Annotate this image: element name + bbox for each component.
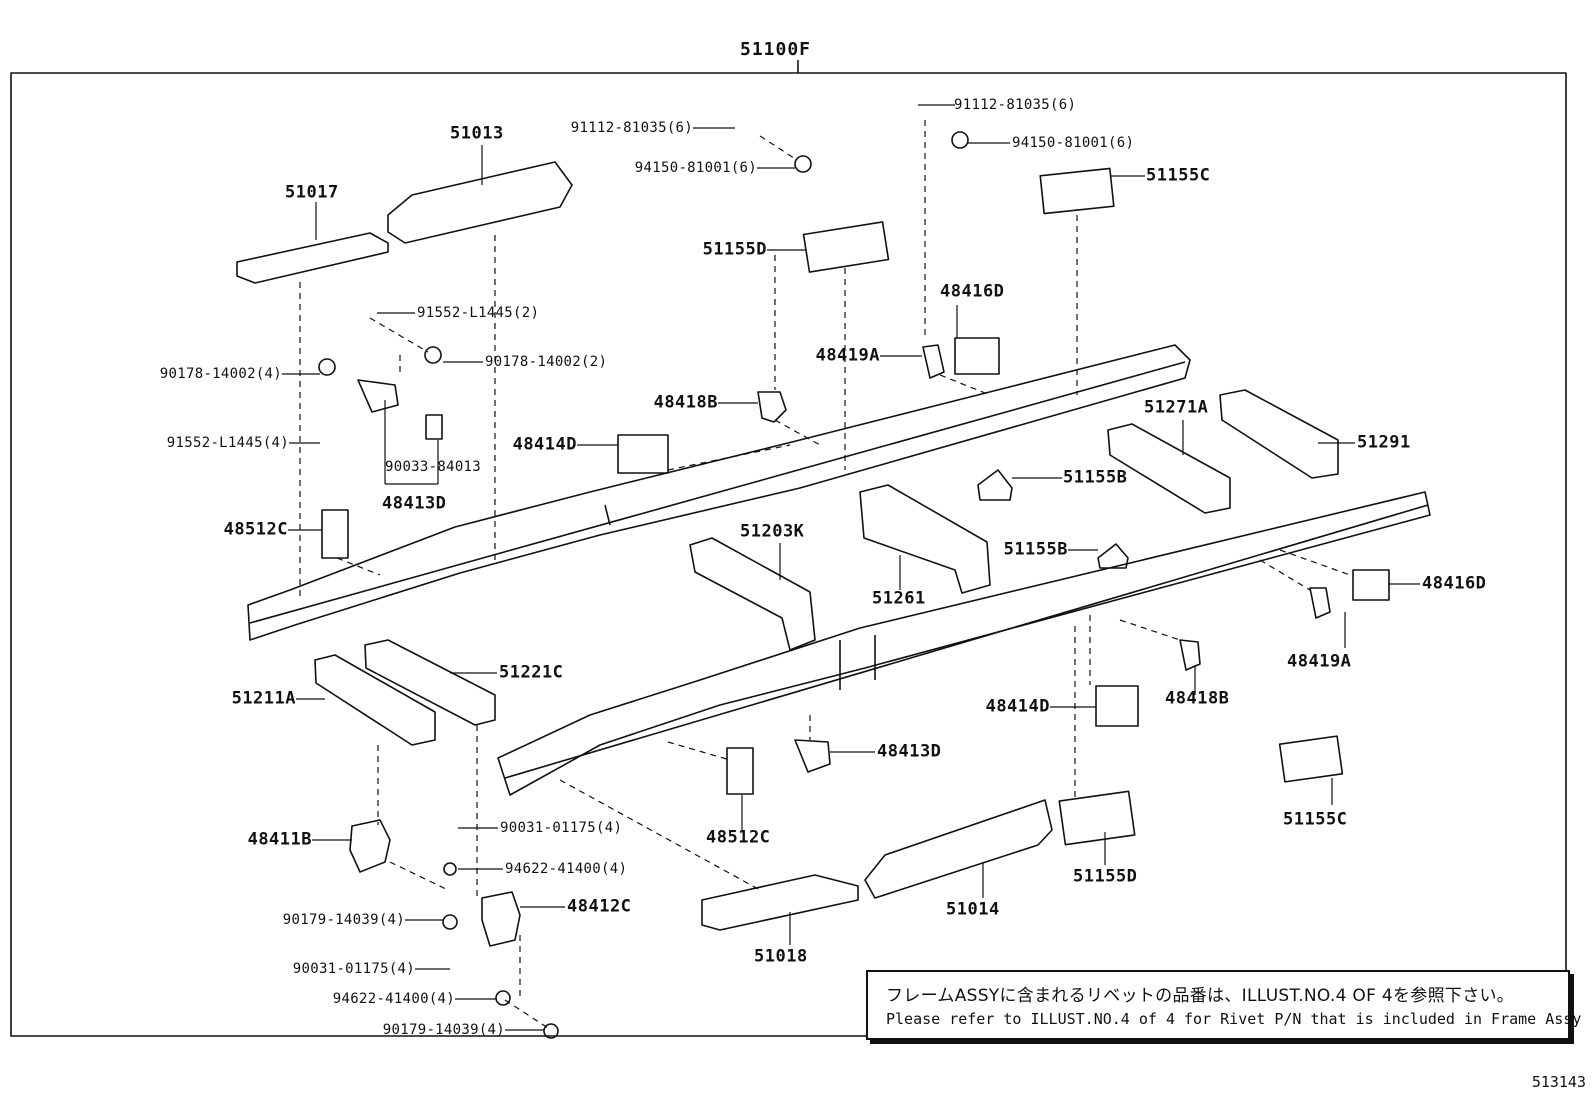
label-51014[interactable]: 51014 xyxy=(946,899,1000,920)
label-48413d-mid[interactable]: 48413D xyxy=(877,741,942,762)
label-51018[interactable]: 51018 xyxy=(754,946,808,967)
label-51155c-top[interactable]: 51155C xyxy=(1146,165,1211,186)
label-nut-90179-bottom[interactable]: 90179-14039(4) xyxy=(382,1022,505,1038)
label-washer-94622-bottom[interactable]: 94622-41400(4) xyxy=(332,991,455,1007)
part-51155b-top xyxy=(977,469,1013,501)
label-51155d-top[interactable]: 51155D xyxy=(702,239,767,260)
label-bolt-90031-bottom[interactable]: 90031-01175(4) xyxy=(292,961,415,977)
part-48413d-left xyxy=(357,379,399,413)
label-48418b-top[interactable]: 48418B xyxy=(653,392,718,413)
part-51155c-top xyxy=(1039,167,1115,215)
frame-assy-label[interactable]: 51100F xyxy=(740,39,812,60)
label-48414d-top[interactable]: 48414D xyxy=(512,434,577,455)
label-48411b[interactable]: 48411B xyxy=(247,829,312,850)
part-48413d-mid xyxy=(794,739,831,773)
label-51013[interactable]: 51013 xyxy=(450,123,504,144)
label-48414d-right[interactable]: 48414D xyxy=(985,696,1050,717)
label-bolt-91552-2[interactable]: 91552-L1445(2) xyxy=(417,305,540,321)
left-side-rail xyxy=(247,344,1191,641)
part-51291 xyxy=(1219,389,1339,479)
label-51203k[interactable]: 51203K xyxy=(740,521,805,542)
part-48412c xyxy=(481,891,521,947)
label-51211a[interactable]: 51211A xyxy=(231,688,296,709)
part-51155b-mid xyxy=(1097,543,1129,569)
nut-90179-bottom xyxy=(543,1023,559,1039)
label-bolt-91112-top-mid[interactable]: 91112-81035(6) xyxy=(570,120,693,136)
part-51271a xyxy=(1107,423,1231,514)
label-collar-90033[interactable]: 90033-84013 xyxy=(385,459,482,475)
part-48418b-right xyxy=(1179,639,1201,671)
part-51211a xyxy=(314,654,436,746)
label-48416d-right[interactable]: 48416D xyxy=(1422,573,1487,594)
part-51013 xyxy=(387,161,573,244)
part-48414d-top xyxy=(617,434,669,474)
collar-90033 xyxy=(425,414,443,440)
label-bolt-91552-4[interactable]: 91552-L1445(4) xyxy=(166,435,289,451)
nut-90178-left xyxy=(318,358,336,376)
part-51155d-top xyxy=(802,221,890,273)
label-48419a-top[interactable]: 48419A xyxy=(815,345,880,366)
nut-90179-top xyxy=(442,914,458,930)
label-bolt-91112-top-right[interactable]: 91112-81035(6) xyxy=(954,97,1077,113)
label-48419a-right[interactable]: 48419A xyxy=(1287,651,1352,672)
label-48412c[interactable]: 48412C xyxy=(567,896,632,917)
part-48512c-mid xyxy=(726,747,754,795)
label-bolt-90031-top[interactable]: 90031-01175(4) xyxy=(500,820,623,836)
part-48512c-left xyxy=(321,509,349,559)
washer-94622-bottom xyxy=(495,990,511,1006)
nut-94150-top-mid xyxy=(794,155,812,173)
part-51017 xyxy=(236,232,389,284)
label-nut-90178-2[interactable]: 90178-14002(2) xyxy=(485,354,608,370)
illustration-id: 513143 xyxy=(1531,1073,1586,1091)
label-48512c-left[interactable]: 48512C xyxy=(223,519,288,540)
label-51155b-mid[interactable]: 51155B xyxy=(1003,539,1068,560)
label-51155c-bottom[interactable]: 51155C xyxy=(1283,809,1348,830)
washer-94622-top xyxy=(443,862,457,876)
part-51014 xyxy=(864,799,1053,899)
label-nut-94150-top-mid[interactable]: 94150-81001(6) xyxy=(634,160,757,176)
label-51261[interactable]: 51261 xyxy=(872,588,926,609)
rivet-note-box: フレームASSYに含まれるリベットの品番は、ILLUST.NO.4 OF 4を参… xyxy=(866,970,1581,1040)
part-48416d-top xyxy=(954,337,1000,375)
label-nut-94150-top-right[interactable]: 94150-81001(6) xyxy=(1012,135,1135,151)
part-51155c-bottom xyxy=(1278,735,1344,783)
label-51271a[interactable]: 51271A xyxy=(1144,397,1209,418)
frame-assembly-border xyxy=(10,72,1567,1037)
part-51018 xyxy=(701,874,859,931)
part-48419a-right xyxy=(1309,587,1331,619)
part-51261 xyxy=(859,484,991,594)
label-51291[interactable]: 51291 xyxy=(1357,432,1411,453)
label-48418b-right[interactable]: 48418B xyxy=(1165,688,1230,709)
part-48411b xyxy=(349,819,391,873)
label-nut-90178-4[interactable]: 90178-14002(4) xyxy=(159,366,282,382)
label-48413d-left[interactable]: 48413D xyxy=(382,493,447,514)
rivet-note-japanese: フレームASSYに含まれるリベットの品番は、ILLUST.NO.4 OF 4を参… xyxy=(886,986,1515,1006)
label-51155d-bottom[interactable]: 51155D xyxy=(1073,866,1138,887)
nut-94150-top-right xyxy=(951,131,969,149)
label-51155b-top[interactable]: 51155B xyxy=(1063,467,1128,488)
label-washer-94622-top[interactable]: 94622-41400(4) xyxy=(505,861,628,877)
part-48418b-top xyxy=(757,391,787,423)
leader-lines xyxy=(282,104,1420,1031)
nut-90178-top xyxy=(424,346,442,364)
part-48414d-right xyxy=(1095,685,1139,727)
label-nut-90179-top[interactable]: 90179-14039(4) xyxy=(282,912,405,928)
right-side-rail xyxy=(497,491,1431,796)
part-48419a-top xyxy=(922,344,945,379)
label-48512c-mid[interactable]: 48512C xyxy=(706,827,771,848)
part-48416d-right xyxy=(1352,569,1390,601)
label-48416d-top[interactable]: 48416D xyxy=(940,281,1005,302)
rivet-note-english: Please refer to ILLUST.NO.4 of 4 for Riv… xyxy=(886,1010,1582,1028)
label-51221c[interactable]: 51221C xyxy=(499,662,564,683)
part-51203k xyxy=(689,537,816,651)
assembly-lines xyxy=(299,120,1351,1029)
part-51221c xyxy=(364,639,496,726)
label-51017[interactable]: 51017 xyxy=(285,182,339,203)
part-51155d-bottom xyxy=(1058,790,1136,846)
